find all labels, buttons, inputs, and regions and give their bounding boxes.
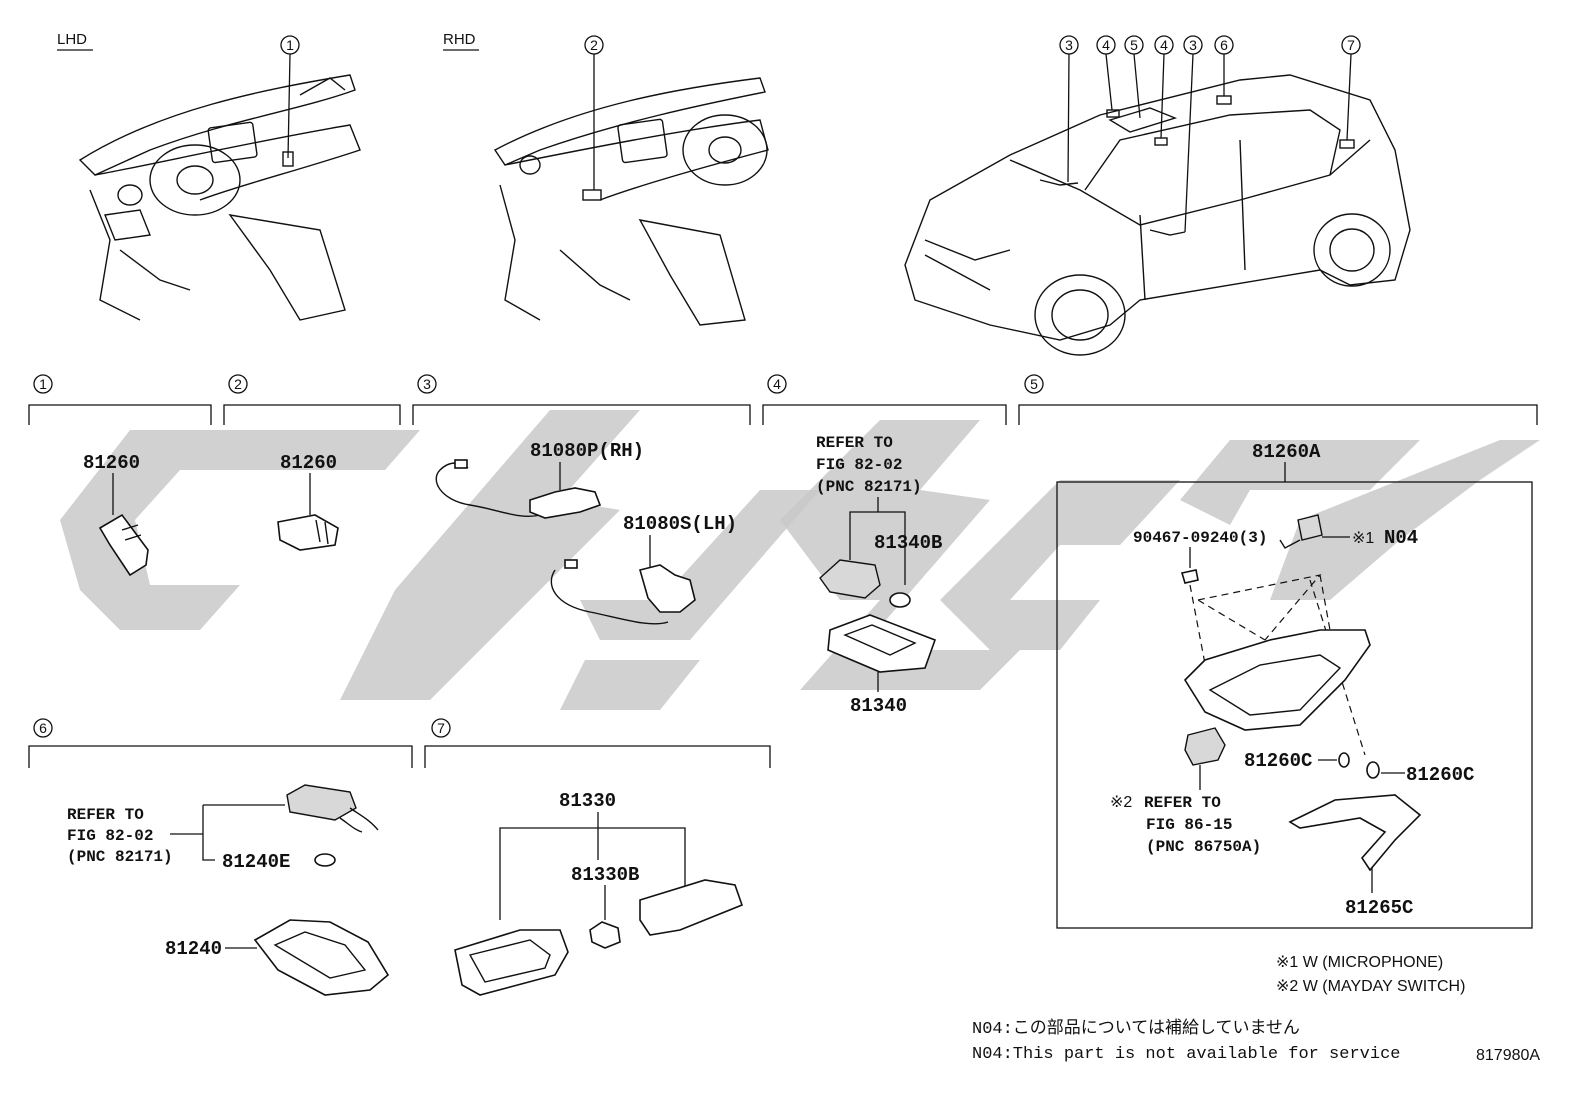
rhd-label: RHD [443,31,476,48]
callout-5-text: 5 [1130,37,1138,53]
callout-1-text: 1 [286,37,294,53]
part-81080p-label: 81080P(RH) [530,440,644,462]
callout-4b-text: 4 [1160,37,1168,53]
part-81080s-label: 81080S(LH) [623,513,737,535]
section-2-num: 2 [234,376,242,392]
section-5-refer-1: REFER TO [1144,794,1221,812]
part-81240-socket [286,784,379,833]
n04-label: N04 [1384,527,1418,549]
part-81260a-map-lamp [1183,629,1371,731]
section-4-refer-3: (PNC 82171) [816,478,922,496]
part-81240-lamp [253,919,390,996]
section-4-refer-2: FIG 82-02 [816,456,902,474]
part-81260-lhd [98,513,149,577]
figure-id: 817980A [1476,1047,1540,1064]
part-81340b-label: 81340B [874,532,942,554]
part-81330-lamp-lens [639,879,744,936]
callout-6-text: 6 [1220,37,1228,53]
section-4-refer-1: REFER TO [816,434,893,452]
part-81240e-label: 81240E [222,851,290,873]
section-6-refer-2: FIG 82-02 [67,827,153,845]
section-3-num: 3 [423,376,431,392]
section-6-refer-1: REFER TO [67,806,144,824]
section-5-box [1056,481,1533,929]
section-7: 7 81330 81330B [424,718,771,996]
part-81265c-lens [1288,794,1422,872]
part-90467-screw [1180,569,1199,584]
part-81260c-bulb-a [1338,752,1350,768]
part-81330b-bulb [589,921,621,949]
lhd-dashboard-illustration [78,74,361,321]
callout-3b-text: 3 [1189,37,1197,53]
section-1-num: 1 [39,376,47,392]
section-4: 4 REFER TO FIG 82-02 (PNC 82171) 81340B … [762,374,1007,717]
section-5-num: 5 [1030,376,1038,392]
part-81260-rhd-label: 81260 [280,452,337,474]
part-81340b-bulb [889,592,911,608]
part-81340-label: 81340 [850,695,907,717]
section-5-refer-3: (PNC 86750A) [1146,838,1261,856]
part-81260c-bulb-b [1366,761,1380,779]
mic-note-mark: ※1 [1352,530,1374,547]
callout-4a-text: 4 [1102,37,1110,53]
section-5-refer-2: FIG 86-15 [1146,816,1232,834]
part-81340-socket [819,559,881,599]
section-2: 2 81260 [223,374,401,551]
part-81240e-bulb [314,853,336,867]
part-81080s-lh [550,559,696,625]
part-81260c-a-label: 81260C [1244,750,1312,772]
part-81330-label: 81330 [559,790,616,812]
part-90467-label: 90467-09240(3) [1133,529,1267,547]
part-81260c-b-label: 81260C [1406,764,1474,786]
section-3: 3 81080P(RH) 81080S(LH) [412,374,751,625]
part-81240-label: 81240 [165,938,222,960]
part-81330b-label: 81330B [571,864,639,886]
part-81265c-label: 81265C [1345,897,1413,919]
section-6-num: 6 [39,720,47,736]
part-81330-housing [454,929,569,996]
part-81260-lhd-label: 81260 [83,452,140,474]
note-mayday-switch: ※2 W (MAYDAY SWITCH) [1276,978,1465,995]
note-n04-japanese: N04:この部品については補給していません [972,1018,1300,1039]
part-81260a-label: 81260A [1252,441,1321,463]
mayday-note-mark: ※2 [1110,794,1132,811]
note-n04-english: N04:This part is not available for servi… [972,1045,1400,1064]
part-81340-lamp [827,614,937,673]
lhd-label: LHD [57,31,87,48]
top-callouts: 1 2 3 4 5 4 3 6 7 [280,35,1361,233]
note-microphone: ※1 W (MICROPHONE) [1276,954,1443,971]
part-n04-microphone [1279,514,1323,549]
section-5: 5 81260A 90467-09240(3) ※1 N04 81260C [1018,374,1538,929]
part-81260-rhd [277,514,339,551]
callout-7-text: 7 [1347,37,1355,53]
section-6-refer-3: (PNC 82171) [67,848,173,866]
section-1: 1 81260 [28,374,212,577]
part-mayday-switch [1184,727,1226,766]
part-81080p-rh [435,459,602,519]
section-6: 6 REFER TO FIG 82-02 (PNC 82171) 81240E … [28,718,413,996]
vehicle-illustration [904,74,1411,356]
section-4-num: 4 [773,376,781,392]
rhd-dashboard-illustration [493,77,769,326]
section-7-num: 7 [437,720,445,736]
callout-3a-text: 3 [1065,37,1073,53]
callout-2-text: 2 [590,37,598,53]
